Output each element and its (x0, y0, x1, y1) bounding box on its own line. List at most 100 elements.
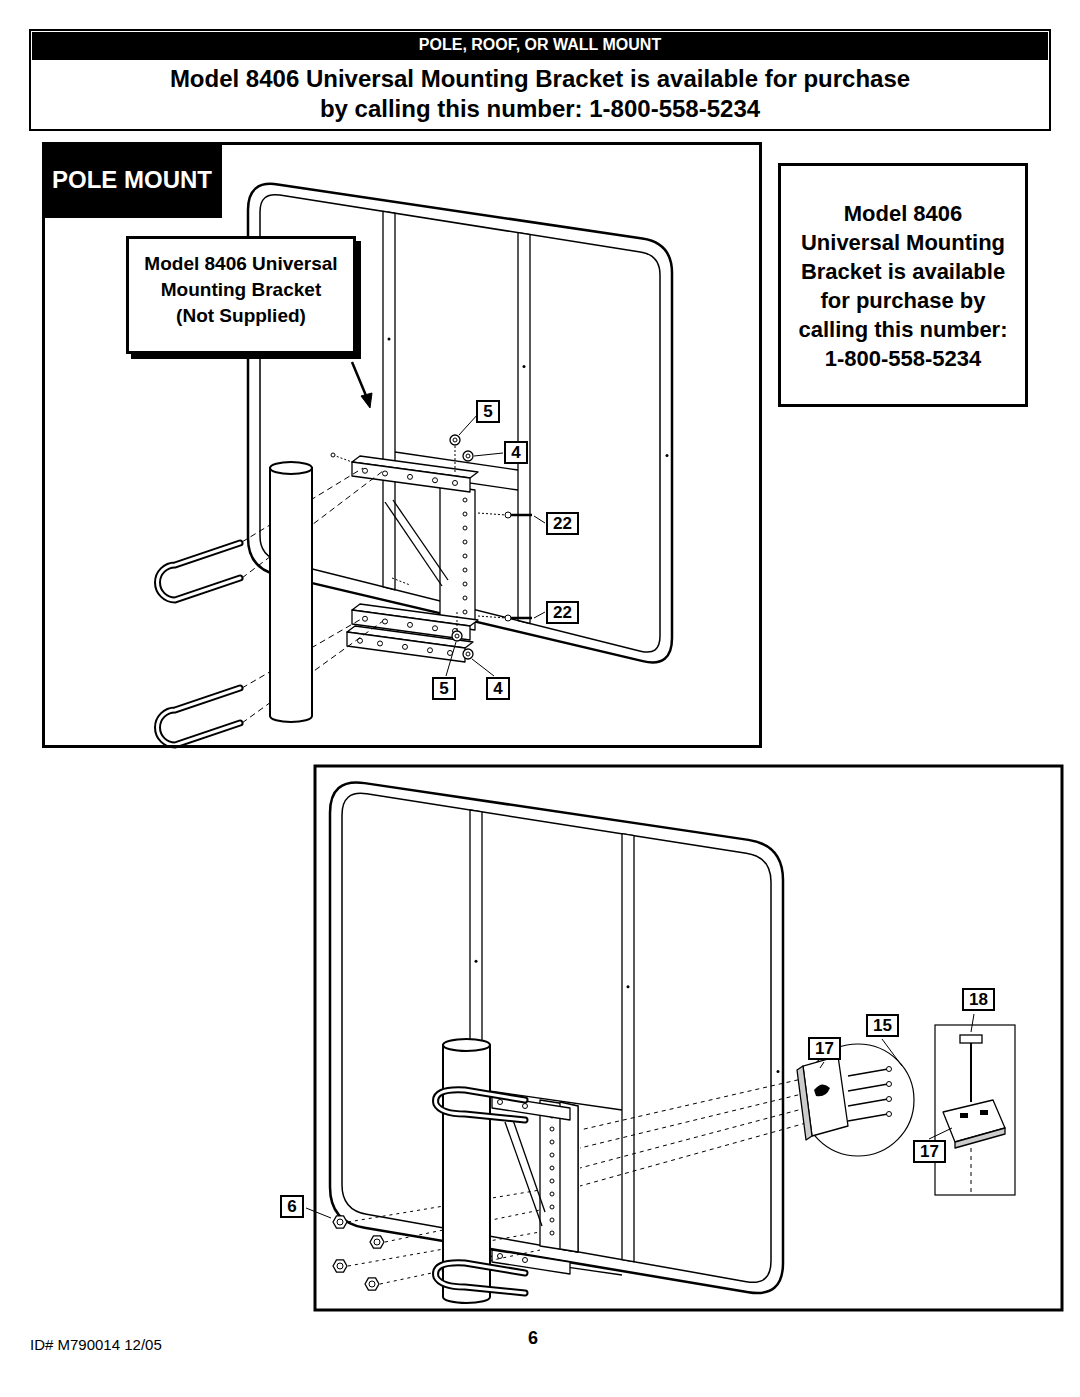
brace (513, 1120, 545, 1212)
header-band: POLE, ROOF, OR WALL MOUNT (32, 32, 1048, 60)
bracket-hole (463, 582, 467, 586)
leader-line (820, 1062, 824, 1068)
u-bolt (436, 1263, 525, 1293)
bolt-guide (478, 513, 506, 515)
backboard-strut (518, 233, 530, 624)
plate-slot (980, 1110, 988, 1115)
bracket-assembly (331, 435, 532, 662)
label-text: 17 (815, 1039, 834, 1058)
bracket-hole (498, 1254, 503, 1259)
brace (385, 502, 442, 586)
label-text: 5 (483, 402, 493, 421)
clamp-plate-side (955, 1128, 1005, 1148)
lag-bolt (848, 1099, 888, 1106)
bolt-head (505, 615, 511, 621)
bolt-guide (333, 455, 352, 462)
bolt-guide (392, 578, 410, 585)
callout-number: 5 (476, 400, 500, 423)
bracket-hole (363, 468, 368, 473)
pole-mount-panel: POLE MOUNTModel 8406 Universal Mounting … (42, 142, 762, 748)
lag-bolt (848, 1114, 888, 1121)
callout-number: 4 (504, 441, 528, 464)
bracket-hole (550, 1140, 554, 1144)
callout-number: 22 (546, 512, 579, 535)
lag-bolt-head (887, 1082, 892, 1087)
nut (365, 1278, 379, 1290)
bolt-head (505, 512, 511, 518)
leader-line (971, 1014, 974, 1032)
lag-bolt (848, 1069, 888, 1076)
washer (452, 631, 462, 641)
washer-hole (453, 438, 457, 442)
callout-number: 5 (432, 677, 456, 700)
brace (393, 500, 448, 580)
u-bolt (158, 543, 241, 600)
leader-line (929, 1128, 952, 1139)
pole (270, 462, 312, 722)
bracket-bar (347, 632, 465, 662)
u-bolt-highlight (436, 1090, 525, 1120)
u-bolt (436, 1090, 525, 1120)
plate-slot (960, 1113, 968, 1118)
bolt-head (331, 453, 335, 457)
bracket-hole (433, 478, 438, 483)
lag-bolt (848, 1084, 888, 1091)
label-text: (Not Supplied) (133, 303, 349, 329)
bracket-hole (550, 1127, 554, 1131)
label-text: Model 8406 Universal Mounting Bracket is… (796, 199, 1011, 373)
leader-line (534, 612, 545, 618)
bracket-hole (550, 1205, 554, 1209)
bracket-hole (523, 1258, 528, 1263)
detail-inset (935, 1025, 1015, 1195)
lag-bolt-head (887, 1097, 892, 1102)
washer (450, 435, 460, 445)
leader-line (306, 1208, 331, 1218)
bolt-guide (455, 446, 456, 474)
strut-hole (388, 338, 391, 341)
strut-hole (523, 365, 526, 368)
wall-bracket-slot (814, 1084, 830, 1096)
bracket-hole (383, 471, 388, 476)
nut-hole (337, 1263, 343, 1269)
bracket-hole (378, 641, 383, 646)
backboard (330, 782, 783, 1293)
u-bolt-highlight (158, 688, 241, 745)
wall-bracket-side (797, 1066, 812, 1140)
bracket-hole (463, 554, 467, 558)
pole-top (270, 462, 312, 474)
pole-body (270, 468, 312, 722)
lag-bolt-head (887, 1112, 892, 1117)
arrowhead (361, 393, 372, 408)
label-text: POLE, ROOF, OR WALL MOUNT (32, 32, 1048, 58)
header-frame (30, 30, 1050, 130)
bracket-hole (463, 526, 467, 530)
callout-box: Model 8406 Universal Mounting Bracket(No… (126, 236, 356, 354)
label-text: Model 8406 Universal Mounting Bracket (133, 251, 349, 303)
nut (333, 1260, 347, 1272)
u-bolt (158, 688, 241, 745)
guide-line (580, 1078, 806, 1130)
nut-hole (337, 1219, 343, 1225)
nut (333, 1216, 347, 1228)
bracket-hole (403, 644, 408, 649)
callout-number: 22 (546, 601, 579, 624)
label-text: 15 (873, 1016, 892, 1035)
strut-hole (475, 960, 478, 963)
bracket-hole (498, 1100, 503, 1105)
callout-number: 17 (913, 1140, 946, 1163)
label-text: 22 (553, 514, 572, 533)
strut-hole (627, 985, 630, 988)
guide-line (580, 1108, 806, 1168)
document-id: ID# M790014 12/05 (30, 1336, 162, 1353)
callout-number: 17 (808, 1037, 841, 1060)
bracket-hole (363, 616, 368, 621)
bracket-hole (383, 619, 388, 624)
bracket-hole (550, 1192, 554, 1196)
label-text: 17 (920, 1142, 939, 1161)
leader-line (446, 642, 456, 676)
bracket-hole (428, 648, 433, 653)
t-bolt (970, 1043, 972, 1102)
channel-plate (440, 485, 475, 630)
channel-plate-side (560, 1102, 578, 1252)
bracket-hole (408, 474, 413, 479)
